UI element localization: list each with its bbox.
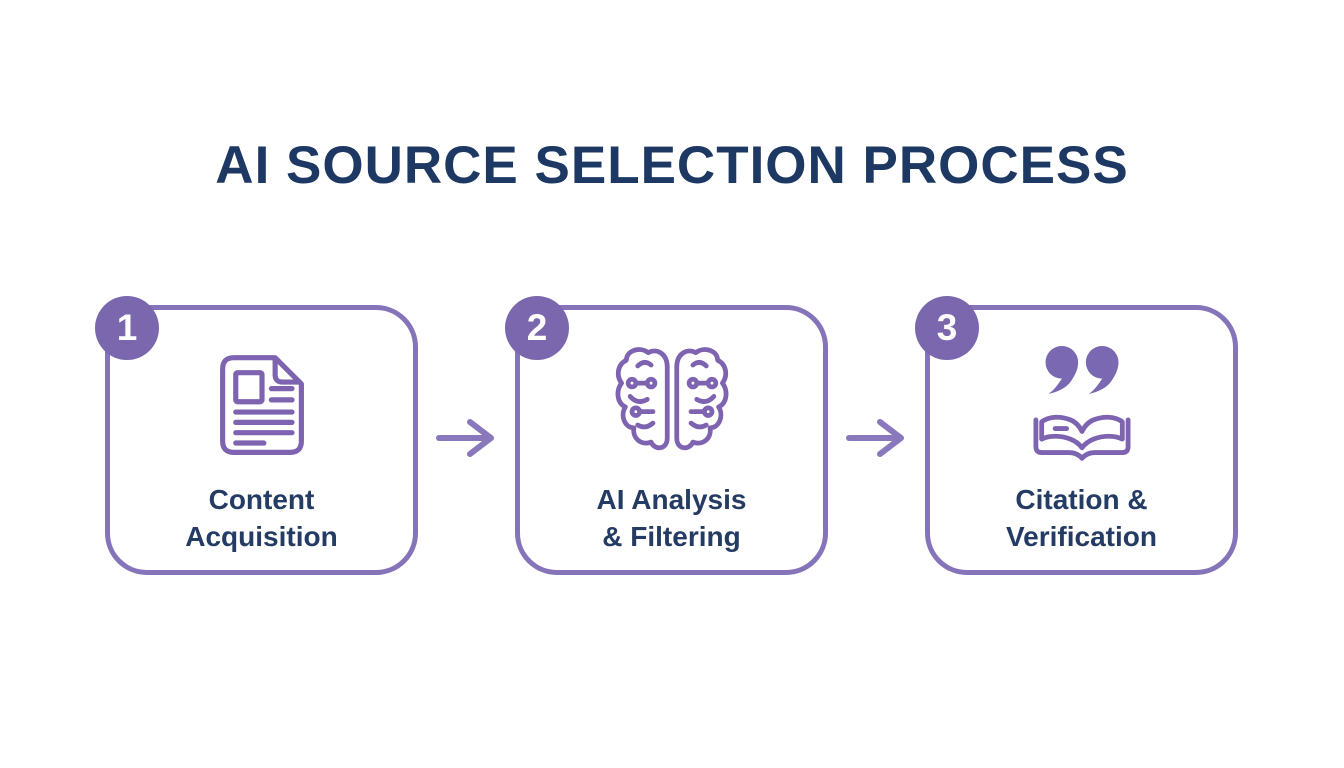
quotation-marks <box>1045 345 1118 394</box>
step-3-label: Citation & Verification <box>1006 481 1157 555</box>
step-1-label-line1: Content <box>208 484 315 515</box>
step-3-badge: 3 <box>915 296 979 360</box>
step-card-citation-verification: 3 Citation & Verification <box>915 296 1238 575</box>
step-3-label-line1: Citation & <box>1015 484 1148 515</box>
open-book <box>1033 414 1130 461</box>
arrow-right-icon <box>845 419 904 457</box>
step-2-label: AI Analysis & Filtering <box>597 481 747 555</box>
document-icon <box>215 335 309 475</box>
page-title: AI SOURCE SELECTION PROCESS <box>215 136 1129 195</box>
arrow-right-icon <box>435 419 494 457</box>
step-card-content-acquisition: 1 Content Acquisition <box>95 296 418 575</box>
quote-book-icon <box>1032 335 1132 475</box>
step-1-label-line2: Acquisition <box>185 521 338 552</box>
step-1-number: 1 <box>116 307 138 348</box>
step-2-label-line1: AI Analysis <box>596 484 747 515</box>
step-3-label-line2: Verification <box>1006 521 1157 552</box>
step-2-label-line2: & Filtering <box>602 521 741 552</box>
step-2-badge: 2 <box>505 296 569 360</box>
step-1-label: Content Acquisition <box>185 481 337 555</box>
step-3-number: 3 <box>936 307 958 348</box>
connector-1 <box>418 305 515 575</box>
connector-2 <box>828 305 925 575</box>
step-2-number: 2 <box>526 307 548 348</box>
step-1-badge: 1 <box>95 296 159 360</box>
brain-icon <box>613 335 731 475</box>
step-card-ai-analysis: 2 <box>505 296 828 575</box>
process-flow: 1 Content Acquisition <box>95 296 1238 575</box>
